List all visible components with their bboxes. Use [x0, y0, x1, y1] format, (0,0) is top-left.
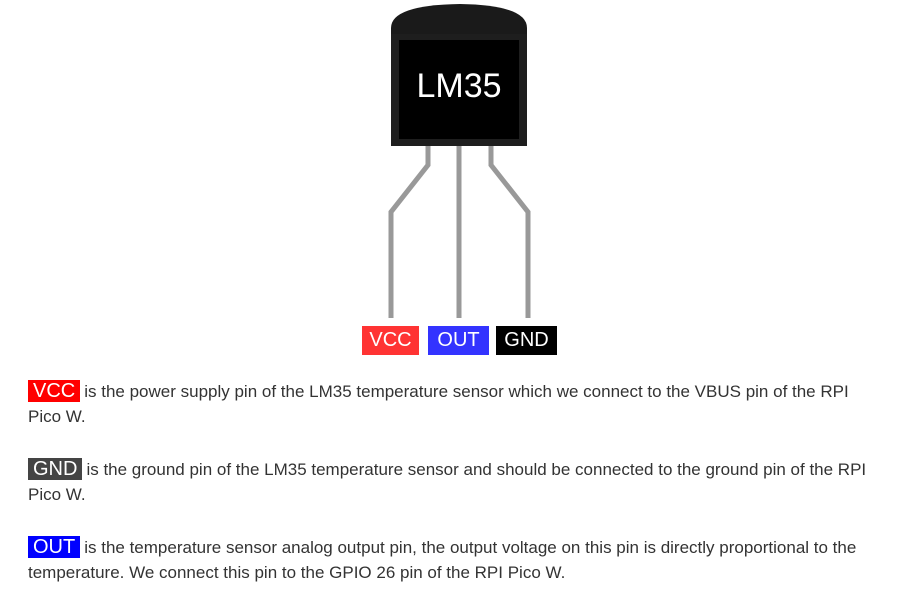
sensor-legs: [388, 146, 531, 318]
pin-label-out: OUT: [428, 326, 489, 355]
vcc-badge: VCC: [28, 380, 81, 402]
vcc-description-text: is the power supply pin of the LM35 temp…: [28, 382, 849, 426]
gnd-description-text: is the ground pin of the LM35 temperatur…: [28, 460, 867, 504]
gnd-leg: [488, 146, 531, 318]
lm35-diagram: LM35: [388, 4, 531, 318]
gnd-badge: GND: [28, 458, 83, 480]
out-badge: OUT: [28, 536, 81, 558]
sensor-label: LM35: [416, 67, 501, 105]
pin-label-vcc: VCC: [362, 326, 419, 355]
sensor-body: LM35: [391, 4, 527, 146]
vcc-leg: [388, 146, 431, 318]
sensor-dome: [391, 4, 527, 40]
pin-label-gnd: GND: [496, 326, 557, 355]
sensor-face: [399, 40, 519, 139]
out-description-text: is the temperature sensor analog output …: [28, 538, 857, 582]
